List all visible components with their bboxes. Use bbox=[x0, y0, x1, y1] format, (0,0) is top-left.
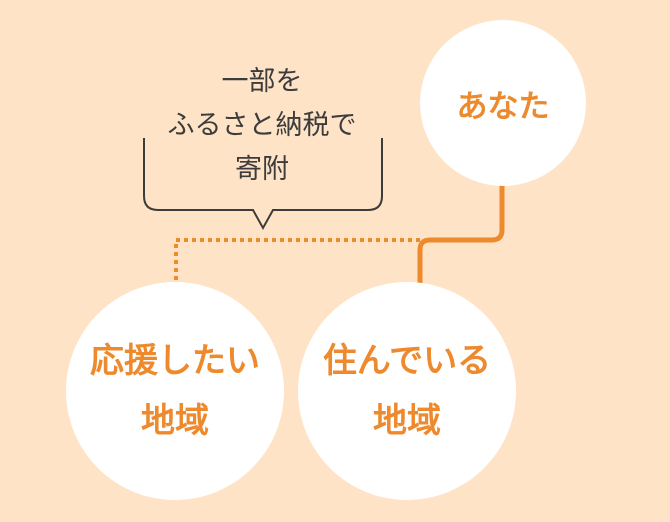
node-home-region: 住んでいる 地域 bbox=[298, 282, 516, 500]
furusato-tax-annotation: 一部を ふるさと納税で 寄附 bbox=[142, 60, 382, 192]
arrow-you-to-home bbox=[417, 172, 505, 302]
annotation-line-1: 一部を bbox=[221, 66, 303, 97]
node-home-region-line2: 地域 bbox=[373, 401, 441, 441]
node-you-label: あなた bbox=[456, 88, 550, 125]
node-home-region-line1: 住んでいる bbox=[322, 341, 492, 381]
node-support-region-line1: 応援したい bbox=[90, 341, 260, 381]
node-support-region-line2: 地域 bbox=[141, 401, 209, 441]
annotation-line-2: ふるさと納税で bbox=[167, 110, 357, 141]
dotted-arrow-to-support bbox=[174, 238, 420, 296]
node-support-region: 応援したい 地域 bbox=[66, 282, 284, 500]
speech-bubble-outline bbox=[143, 138, 383, 231]
node-you: あなた bbox=[420, 20, 586, 186]
annotation-line-3: 寄附 bbox=[235, 154, 289, 185]
